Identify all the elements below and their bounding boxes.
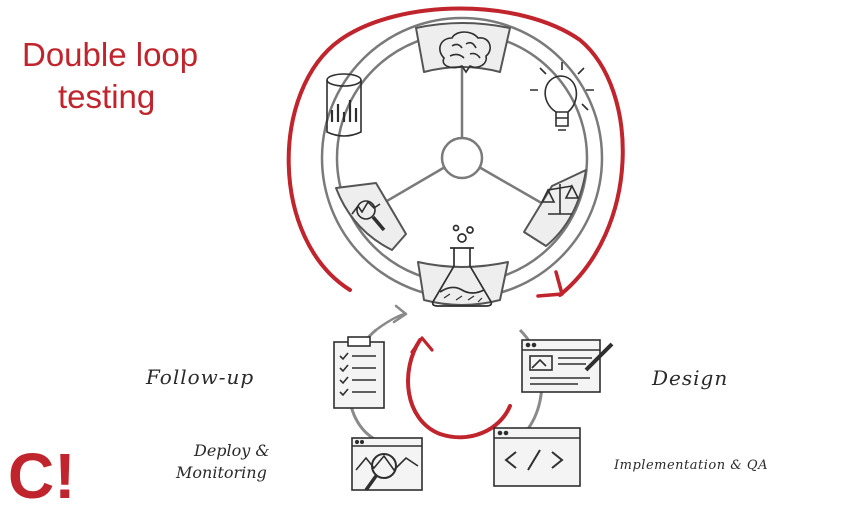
inner-loop-red-arc bbox=[406, 338, 512, 440]
outer-loop-arrow bbox=[286, 6, 625, 297]
label-deploy-line-1: Deploy & bbox=[194, 441, 270, 460]
flask-icon bbox=[431, 224, 493, 307]
label-deploy-monitoring: Deploy & Monitoring bbox=[176, 440, 270, 484]
segment-top bbox=[415, 22, 511, 73]
outer-wheel bbox=[320, 16, 604, 300]
title-line-2: testing bbox=[58, 78, 156, 115]
monitoring-window-icon bbox=[351, 437, 423, 492]
diagram-title: Double loop testing bbox=[22, 34, 198, 118]
outer-arrowhead bbox=[536, 270, 564, 298]
segment-left bbox=[335, 182, 407, 251]
inner-loop-top-arrow bbox=[374, 304, 408, 332]
checklist-icon bbox=[333, 336, 385, 409]
segment-bottom bbox=[417, 261, 509, 306]
title-line-1: Double loop bbox=[22, 36, 199, 73]
design-window-icon bbox=[521, 339, 614, 393]
database-chart-icon bbox=[326, 73, 362, 137]
brand-logo: C! bbox=[8, 440, 76, 508]
label-implementation-qa: Implementation & QA bbox=[614, 458, 768, 473]
magnifier-chart-icon bbox=[351, 200, 386, 232]
scales-icon bbox=[540, 184, 580, 215]
label-deploy-line-2: Monitoring bbox=[176, 463, 267, 482]
logo-text: C! bbox=[8, 440, 76, 508]
code-window-icon bbox=[493, 427, 581, 487]
label-design: Design bbox=[652, 366, 729, 390]
lightbulb-icon bbox=[530, 62, 594, 131]
inner-loop-red-arrowhead bbox=[410, 336, 434, 354]
label-follow-up: Follow-up bbox=[146, 365, 255, 389]
brain-icon bbox=[439, 31, 491, 74]
